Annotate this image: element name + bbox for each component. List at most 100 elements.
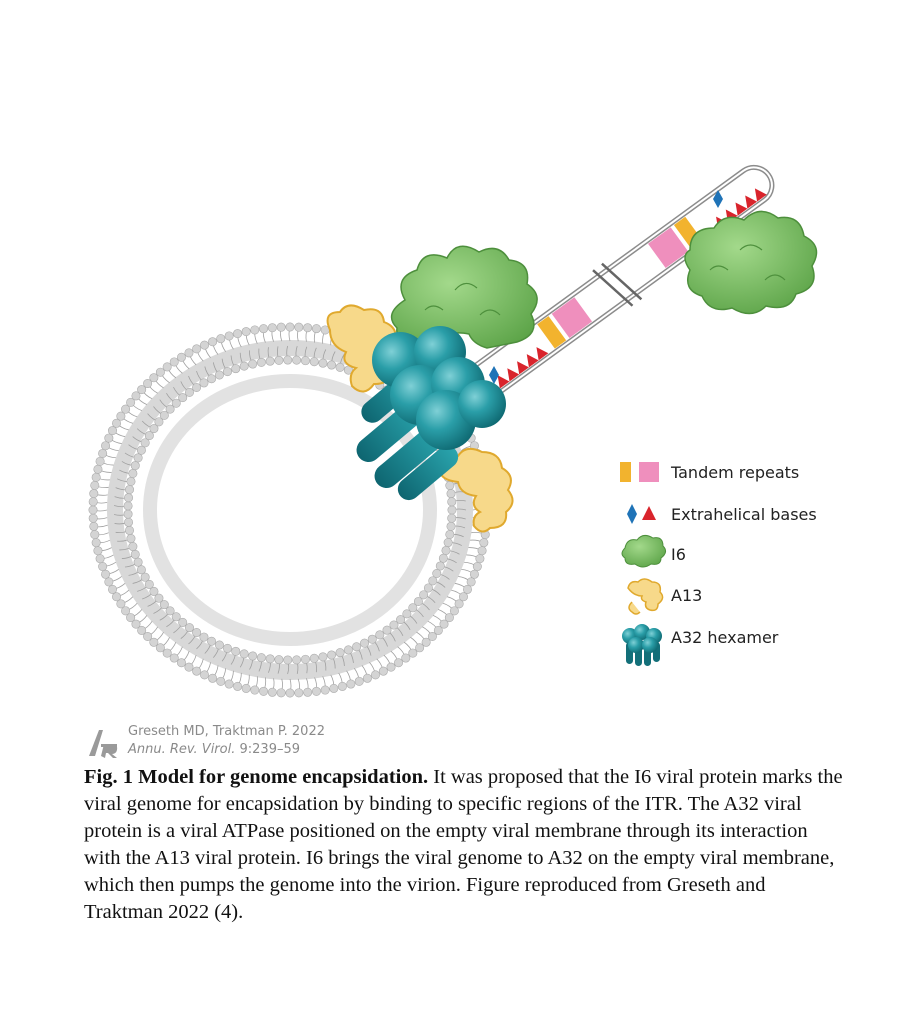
lipid-head xyxy=(149,637,159,647)
lipid-head xyxy=(149,424,159,434)
lipid-head xyxy=(439,619,449,629)
lipid-head xyxy=(200,340,210,350)
tandem-repeat-pink xyxy=(648,227,689,269)
lipid-head xyxy=(419,590,429,600)
lipid-head xyxy=(199,378,209,388)
lipid-head xyxy=(224,331,234,341)
lipid-head xyxy=(125,525,135,535)
lipid-head xyxy=(294,322,304,332)
lipid-head xyxy=(320,685,330,695)
lipid-head xyxy=(104,577,114,587)
lipid-head xyxy=(432,568,442,578)
lipid-head xyxy=(267,687,277,697)
lipid-head xyxy=(389,620,399,630)
lipid-head xyxy=(259,324,269,334)
lipid-head xyxy=(428,576,438,586)
lipid-head xyxy=(192,628,202,638)
lipid-head xyxy=(165,606,175,616)
legend-i6: I6 xyxy=(621,534,686,568)
lipid-head xyxy=(101,569,111,579)
lipid-head xyxy=(140,438,150,448)
viral-genome-itr xyxy=(470,164,775,399)
lipid-head xyxy=(95,554,105,564)
lipid-head xyxy=(178,617,188,627)
lipid-head xyxy=(462,584,472,594)
lipid-head xyxy=(192,344,202,354)
lipid-head xyxy=(427,631,437,641)
lipid-head xyxy=(128,542,138,552)
lipid-head xyxy=(108,426,118,436)
lipid-head xyxy=(121,404,131,414)
lipid-head xyxy=(248,359,258,369)
lipid-head xyxy=(208,337,218,347)
caption-label: Fig. 1 Model for genome encapsidation. xyxy=(84,766,429,788)
lipid-head xyxy=(90,480,100,490)
lipid-head xyxy=(309,357,319,367)
lipid-head xyxy=(207,374,217,384)
lipid-head xyxy=(184,623,194,633)
lipid-head xyxy=(354,676,364,686)
lipid-head xyxy=(472,562,482,572)
lipid-head xyxy=(137,385,147,395)
a32-hexamer xyxy=(356,326,506,501)
legend-a32-hexamer: A32 hexamer xyxy=(622,624,779,666)
lipid-head xyxy=(250,325,260,335)
lipid-head xyxy=(144,579,154,589)
lipid-head xyxy=(458,592,468,602)
lipid-head xyxy=(265,654,275,664)
lipid-head xyxy=(433,625,443,635)
figure-caption: Fig. 1 Model for genome encapsidation. I… xyxy=(84,764,844,926)
lipid-head xyxy=(149,586,159,596)
lipid-head xyxy=(360,638,370,648)
lipid-head xyxy=(370,670,380,680)
lipid-head xyxy=(292,355,302,365)
lipid-head xyxy=(200,670,210,680)
lipid-head xyxy=(98,562,108,572)
lipid-head xyxy=(294,688,304,698)
lipid-head xyxy=(216,334,226,344)
lipid-head xyxy=(248,651,258,661)
lipid-head xyxy=(346,679,356,689)
lipid-head xyxy=(446,521,456,531)
lipid-head xyxy=(159,600,169,610)
lipid-head xyxy=(441,545,451,555)
lipid-head xyxy=(176,352,186,362)
lipid-head xyxy=(126,534,136,544)
lipid-head xyxy=(445,481,455,491)
a13-protein-bottom xyxy=(438,447,514,533)
lipid-head xyxy=(256,357,266,367)
lipid-head xyxy=(123,509,133,519)
lipid-head xyxy=(329,683,339,693)
lipid-head xyxy=(171,612,181,622)
lipid-head xyxy=(311,686,321,696)
lipid-head xyxy=(396,615,406,625)
lipid-head xyxy=(126,613,136,623)
lipid-head xyxy=(382,625,392,635)
lipid-head xyxy=(445,529,455,539)
lipid-head xyxy=(469,569,479,579)
lipid-head xyxy=(192,382,202,392)
lipid-head xyxy=(178,393,188,403)
lipid-head xyxy=(112,418,122,428)
lipid-head xyxy=(124,493,134,503)
lipid-head xyxy=(136,565,146,575)
lipid-head xyxy=(169,357,179,367)
legend: Tandem repeats Extrahelical bases I6 A13… xyxy=(620,462,817,666)
credit-citation: 9:239–59 xyxy=(239,742,301,757)
lipid-head xyxy=(276,688,286,698)
legend-a13: A13 xyxy=(627,578,702,615)
lipid-head xyxy=(303,687,313,697)
lipid-head xyxy=(184,662,194,672)
lipid-head xyxy=(131,391,141,401)
lipid-head xyxy=(250,685,260,695)
lipid-head xyxy=(402,609,412,619)
lipid-head xyxy=(285,688,295,698)
lipid-head xyxy=(239,649,249,659)
lipid-head xyxy=(343,645,353,655)
lipid-head xyxy=(267,323,277,333)
lipid-head xyxy=(256,653,266,663)
lipid-head xyxy=(101,441,111,451)
lipid-head xyxy=(121,606,131,616)
lipid-head xyxy=(303,323,313,333)
